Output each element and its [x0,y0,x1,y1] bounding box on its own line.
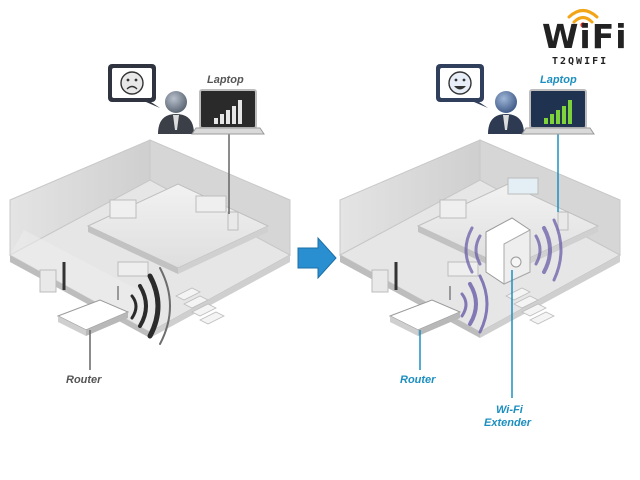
wifi-waves-router-right [460,274,489,334]
wifi-waves-left [130,267,171,345]
house-left [8,132,292,370]
right-arrow-icon [297,236,337,280]
logo-subtitle: T2QWIFI [552,56,609,67]
extender-label-line2: Extender [484,417,532,429]
person-left [158,91,194,134]
house-right [338,130,622,398]
speech-bubble-sad-icon [108,64,160,108]
router-right-device [388,286,462,336]
laptop-label-left: Laptop [207,74,244,86]
router-left-device [56,286,130,336]
router-label-left: Router [66,374,102,386]
wifi-extender-device [485,217,531,285]
wifi-logo-arcs-icon [567,9,599,28]
wifi-waves-extender [464,218,563,282]
speech-bubble-happy-icon [436,64,488,108]
router-label-right: Router [400,374,436,386]
laptop-label-right: Laptop [540,74,577,86]
brand-logo: WiFi T2QWIFI [540,6,632,68]
person-right [488,91,524,134]
laptop-left-icon [191,89,265,135]
laptop-right-icon [521,89,595,135]
extender-label-line1: Wi-Fi [496,404,523,416]
logo-wordmark: WiFi [542,17,628,56]
